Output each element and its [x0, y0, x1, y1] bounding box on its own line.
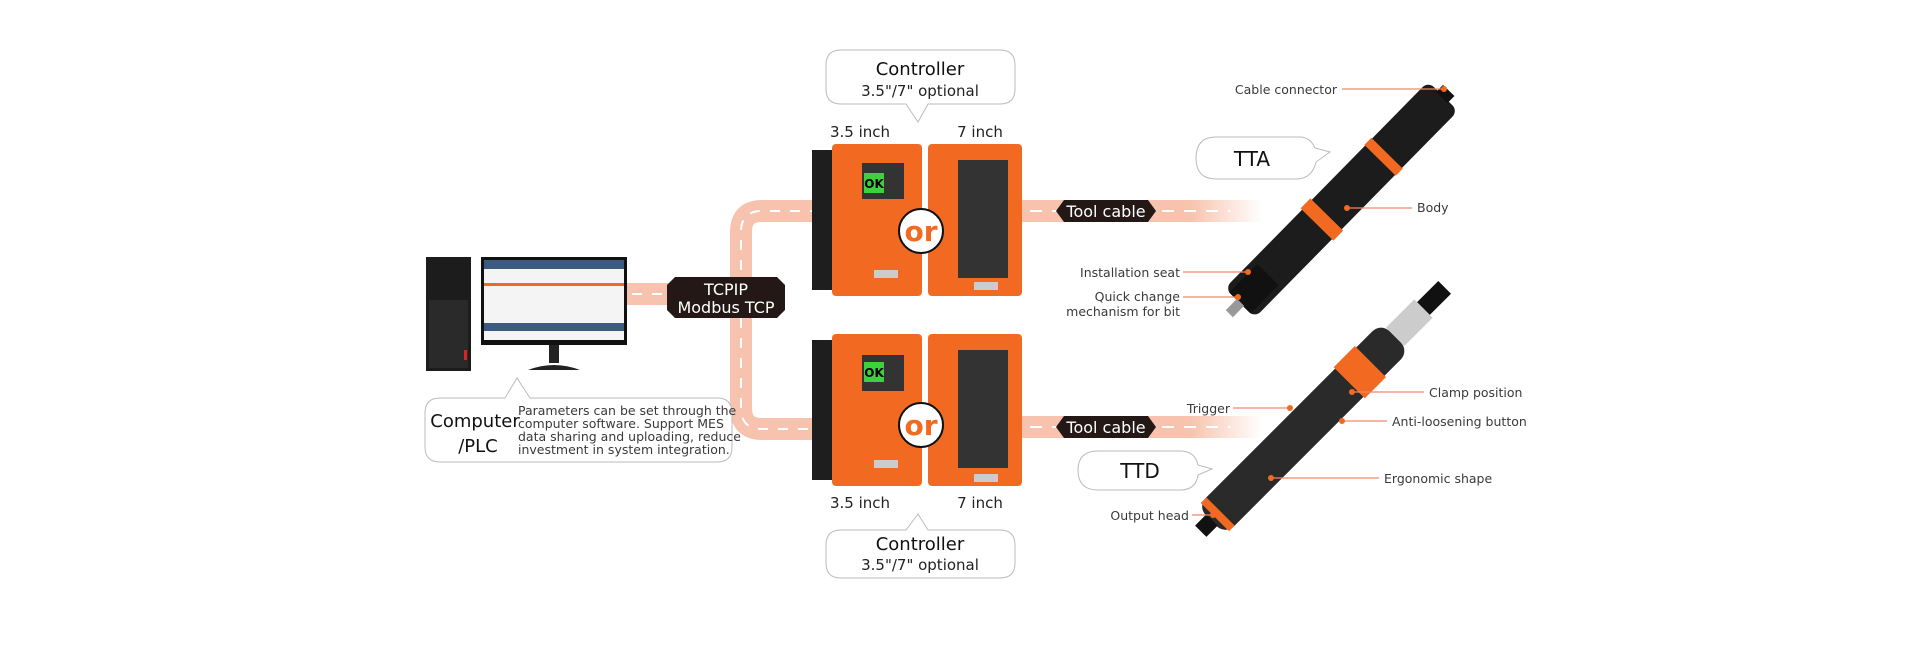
label-anti-loosening-button: Anti-loosening button [1392, 414, 1527, 429]
controller-subtitle: 3.5"/7" optional [861, 82, 979, 100]
ttd-leader-lines [1192, 391, 1424, 516]
size-label-large: 7 inch [957, 123, 1003, 141]
tool-cable-text: Tool cable [1065, 418, 1145, 437]
size-label-small: 3.5 inch [830, 123, 890, 141]
label-clamp-position: Clamp position [1429, 385, 1522, 400]
controller-subtitle: 3.5"/7" optional [861, 556, 979, 574]
label-cable-connector: Cable connector [1235, 82, 1338, 97]
controller-title: Controller [876, 59, 965, 80]
computer-title-2: /PLC [458, 436, 498, 457]
computer-tower [426, 257, 471, 371]
or-badge: or [904, 409, 937, 442]
tta-screwdriver [1225, 84, 1455, 318]
or-badge: or [904, 215, 937, 248]
label-ergonomic-shape: Ergonomic shape [1384, 471, 1492, 486]
label-installation-seat: Installation seat [1080, 265, 1180, 280]
computer-callout: Computer /PLC Parameters can be set thro… [424, 377, 741, 463]
controller-top: Controller 3.5"/7" optional 3.5 inch 7 i… [812, 49, 1022, 296]
computer-description-line: investment in system integration. [518, 442, 730, 457]
size-label-large: 7 inch [957, 494, 1003, 512]
controller-bottom: OK or 3.5 inch 7 inch Controller 3.5"/7"… [812, 334, 1022, 579]
tta-callout: TTA [1195, 136, 1332, 180]
ok-indicator: OK [864, 177, 884, 191]
monitor [481, 257, 627, 370]
ttd-screwdriver [1195, 280, 1452, 537]
controller-title: Controller [876, 534, 965, 555]
size-label-small: 3.5 inch [830, 494, 890, 512]
protocol-tag: TCPIP Modbus TCP [667, 277, 785, 318]
computer-description-line: data sharing and uploading, reduce [518, 429, 741, 444]
ttd-callout: TTD [1077, 450, 1214, 491]
protocol-line-1: TCPIP [703, 280, 748, 299]
label-quick-change-2: mechanism for bit [1066, 304, 1180, 319]
computer-title: Computer [430, 411, 520, 432]
label-trigger: Trigger [1186, 401, 1231, 416]
ok-indicator: OK [864, 366, 884, 380]
label-output-head: Output head [1110, 508, 1189, 523]
tta-leader-lines [1183, 88, 1444, 298]
computer-description-line: Parameters can be set through the [518, 403, 737, 418]
tta-name: TTA [1233, 147, 1271, 171]
tool-cable-text: Tool cable [1065, 202, 1145, 221]
tool-cable-tag: Tool cable Tool cable [1056, 200, 1156, 438]
ttd-name: TTD [1119, 459, 1159, 483]
protocol-line-2: Modbus TCP [677, 298, 774, 317]
label-quick-change: Quick change [1095, 289, 1181, 304]
label-body: Body [1417, 200, 1449, 215]
computer-description-line: computer software. Support MES [518, 416, 724, 431]
